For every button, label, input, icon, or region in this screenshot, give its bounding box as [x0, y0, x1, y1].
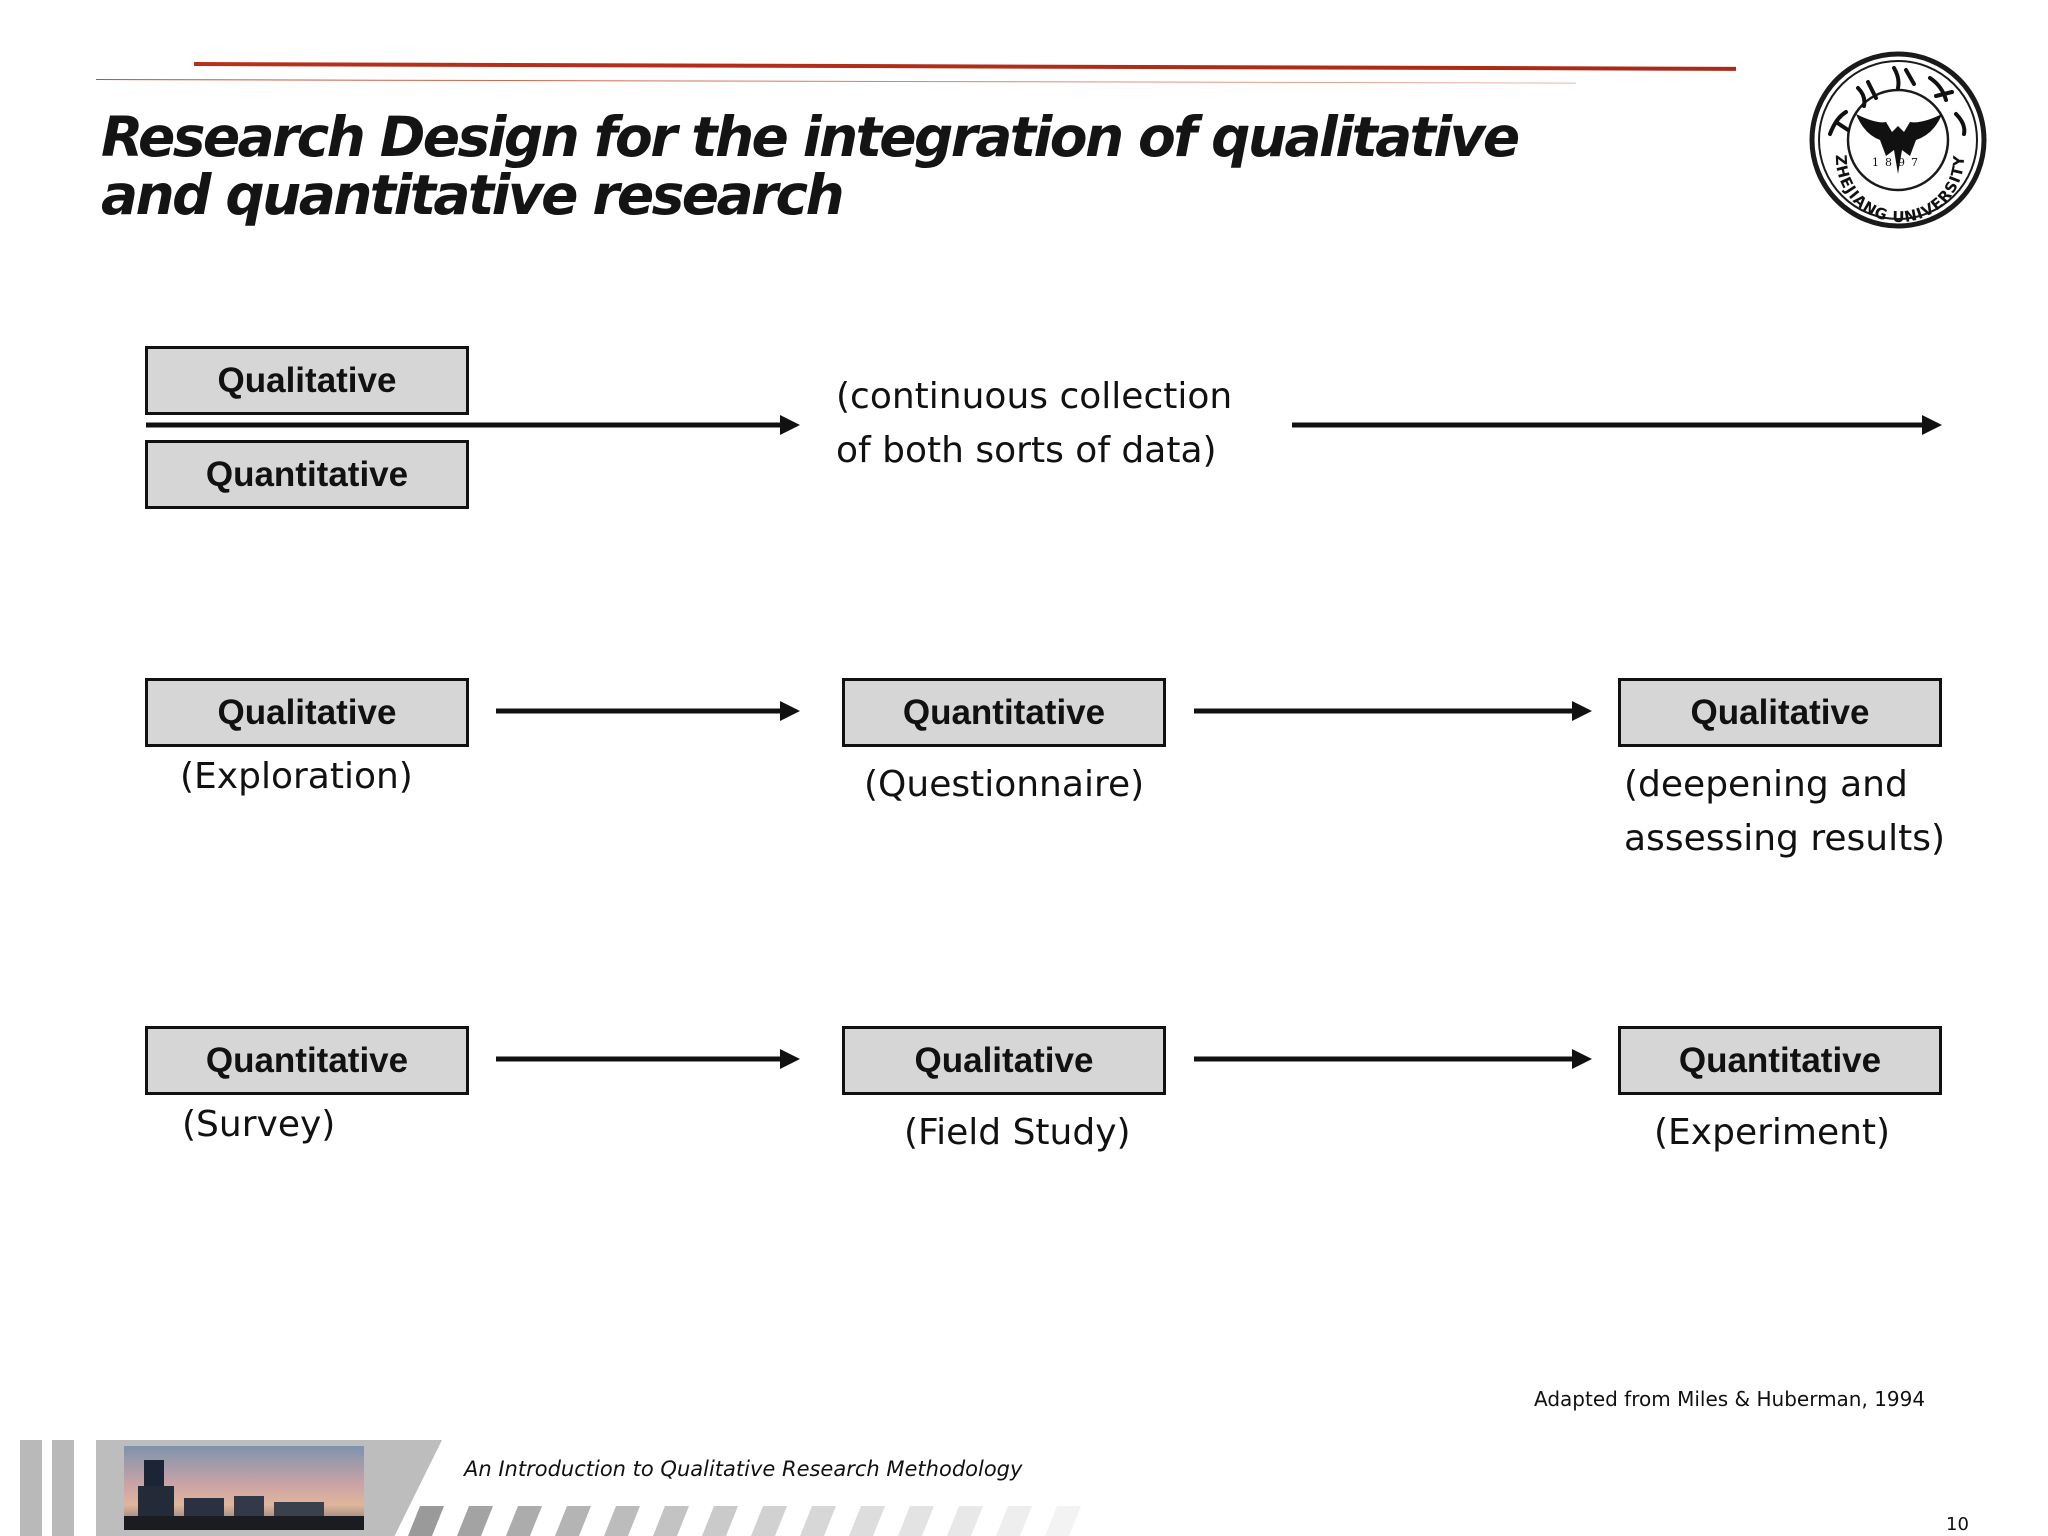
row2-arrowhead-2 [1572, 701, 1592, 721]
row2-caption-1: (Exploration) [180, 756, 413, 797]
row1-note: (continuous collection of both sorts of … [836, 370, 1232, 478]
footer-decorative-bars [20, 1440, 80, 1536]
zhejiang-university-seal-icon: 1897 ZHEJIANG UNIVERSITY [1809, 51, 1987, 229]
row3-caption-3: (Experiment) [1654, 1112, 1891, 1153]
row1-box-qualitative: Qualitative [145, 346, 469, 415]
seal-year: 1897 [1872, 156, 1924, 169]
row1-note-line-2: of both sorts of data) [836, 430, 1217, 471]
row2-arrowhead-1 [780, 701, 800, 721]
row2-box-2: Quantitative [842, 678, 1166, 747]
footer-bar-2 [52, 1440, 74, 1536]
row1-note-line-1: (continuous collection [836, 376, 1233, 417]
header-thin-line [95, 79, 1576, 84]
row1-box-quantitative: Quantitative [145, 440, 469, 509]
row2-box-1: Qualitative [145, 678, 469, 747]
row3-caption-1: (Survey) [182, 1104, 336, 1145]
row2-caption-3-line-1: (deepening and [1624, 764, 1908, 805]
row2-caption-3-line-2: assessing results) [1624, 818, 1945, 859]
row2-caption-3: (deepening and assessing results) [1624, 758, 1945, 866]
row2-caption-2: (Questionnaire) [864, 764, 1145, 805]
campus-photo [124, 1446, 364, 1530]
slide-title: Research Design for the integration of q… [101, 108, 1601, 224]
slide-title-line-2: and quantitative research [101, 163, 845, 227]
header-accent-line [193, 62, 1736, 71]
citation: Adapted from Miles & Huberman, 1994 [1534, 1387, 1926, 1411]
slide-title-line-1: Research Design for the integration of q… [101, 105, 1520, 169]
footer-bar-1 [20, 1440, 42, 1536]
footer-stripes [408, 1506, 1081, 1536]
row3-box-2: Qualitative [842, 1026, 1166, 1095]
row1-arrowhead-left [780, 415, 800, 435]
row3-arrowhead-1 [780, 1049, 800, 1069]
row2-box-3: Qualitative [1618, 678, 1942, 747]
row3-box-1: Quantitative [145, 1026, 469, 1095]
row3-arrowhead-2 [1572, 1049, 1592, 1069]
row1-arrowhead-right [1922, 415, 1942, 435]
row3-box-3: Quantitative [1618, 1026, 1942, 1095]
page-number: 10 [1946, 1514, 1969, 1535]
footer-course-title: An Introduction to Qualitative Research … [464, 1457, 1023, 1481]
row3-caption-2: (Field Study) [904, 1112, 1131, 1153]
